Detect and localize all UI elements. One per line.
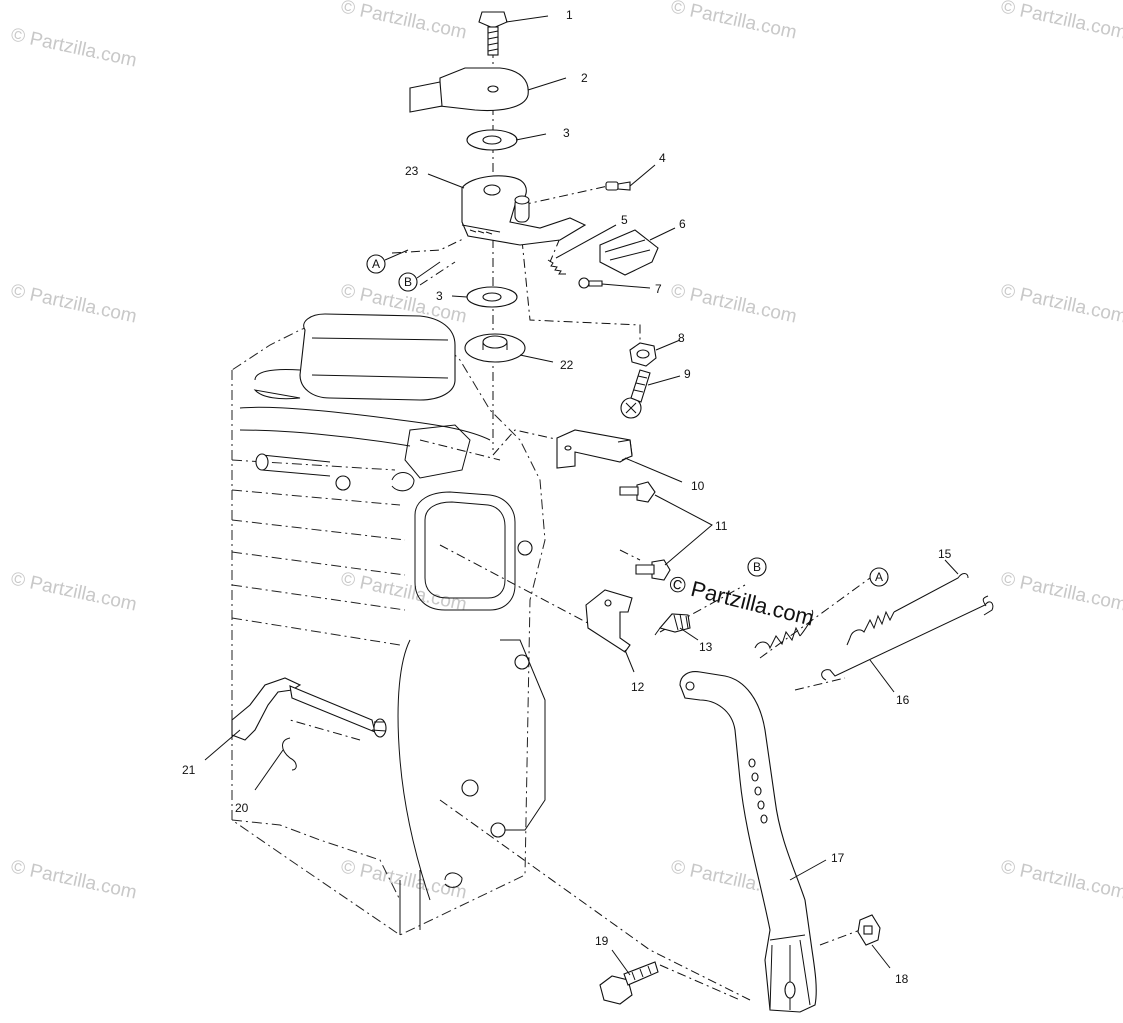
callout-label: 20 — [235, 801, 249, 815]
svg-text:B: B — [753, 560, 761, 574]
phantom-lines — [289, 30, 871, 1001]
part-3-washer — [466, 129, 518, 151]
watermark: © Partzilla.com — [669, 0, 799, 44]
callout-label: 15 — [938, 547, 952, 561]
callout-label: 6 — [679, 217, 686, 231]
callout-label: 5 — [621, 213, 628, 227]
watermark: © Partzilla.com — [9, 280, 139, 327]
callout-label: 19 — [595, 934, 609, 948]
watermark: © Partzilla.com — [999, 0, 1123, 44]
watermark: © Partzilla.com — [9, 856, 139, 903]
watermark: © Partzilla.com — [339, 0, 469, 44]
watermark: © Partzilla.com — [339, 568, 469, 615]
part-4-screw — [605, 181, 631, 191]
callout-label: 1 — [566, 8, 573, 22]
ref-marker-a: A — [366, 249, 409, 274]
part-11-bolt — [619, 481, 656, 503]
watermark: © Partzilla.com — [669, 280, 799, 327]
watermark: © Partzilla.com — [999, 856, 1123, 903]
watermark: © Partzilla.com — [999, 568, 1123, 615]
part-20-clip — [282, 737, 297, 771]
part-6-knob — [599, 229, 659, 276]
part-18-nut — [857, 914, 881, 946]
callout-label: 9 — [684, 367, 691, 381]
part-13-cable-end — [654, 613, 691, 636]
callout-label: 2 — [581, 71, 588, 85]
engine-block — [231, 313, 546, 936]
watermark: © Partzilla.com — [339, 856, 469, 903]
part-7-screw — [578, 277, 603, 289]
parts — [231, 11, 994, 1013]
part-11-bolt — [635, 559, 671, 581]
part-8-nut — [629, 342, 657, 367]
callouts: 1 2 3 4 23 5 6 7 3 8 22 9 10 11 15 13 12 — [182, 8, 959, 986]
callout-label: 3 — [436, 289, 443, 303]
callout-label: 16 — [896, 693, 910, 707]
svg-text:A: A — [372, 257, 380, 271]
part-16-link-rod — [821, 595, 994, 681]
watermark: © Partzilla.com — [999, 280, 1123, 327]
part-9-screw — [620, 369, 651, 419]
part-21-lever — [231, 677, 387, 741]
ref-marker-b: B — [747, 557, 767, 577]
callout-label: 4 — [659, 151, 666, 165]
callout-label: 13 — [699, 640, 713, 654]
callout-label: 12 — [631, 680, 645, 694]
callout-label: 21 — [182, 763, 196, 777]
callout-label: 18 — [895, 972, 909, 986]
callout-label: 23 — [405, 164, 419, 178]
watermark: © Partzilla.com — [9, 24, 139, 71]
part-17-throttle-arm — [679, 671, 817, 1013]
callout-label: 11 — [715, 519, 728, 533]
part-15-spring — [846, 573, 969, 646]
callout-label: 7 — [655, 282, 662, 296]
ref-marker-a: A — [869, 567, 889, 587]
callout-label: 8 — [678, 331, 685, 345]
part-22-washer — [464, 333, 526, 363]
callout-label: 22 — [560, 358, 574, 372]
part-spring-throttle — [754, 609, 814, 650]
part-1-bolt — [478, 11, 508, 56]
callout-label: 3 — [563, 126, 570, 140]
svg-text:A: A — [875, 570, 883, 584]
svg-text:B: B — [404, 275, 412, 289]
watermark: © Partzilla.com — [9, 568, 139, 615]
reference-markers: A B B A — [366, 249, 889, 587]
part-10-bracket — [556, 429, 633, 469]
part-12-bracket — [585, 589, 633, 653]
part-2-cam-plate — [409, 67, 529, 113]
part-3-washer — [466, 286, 518, 308]
callout-label: 17 — [831, 851, 845, 865]
part-5-spring — [547, 259, 566, 275]
part-19-bolt — [599, 961, 659, 1005]
part-23-control-bracket — [461, 175, 587, 246]
callout-label: 10 — [691, 479, 705, 493]
ref-marker-b: B — [398, 261, 441, 292]
